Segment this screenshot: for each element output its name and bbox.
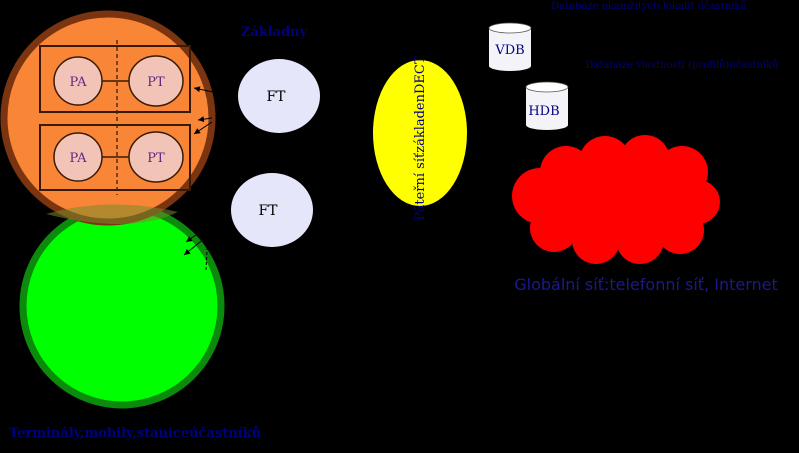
base-stations-heading: Základny — [241, 25, 308, 40]
global-network-cloud — [512, 135, 720, 264]
green-cell — [19, 203, 225, 409]
global-network-label: Globální síť:telefonní síť, Internet — [514, 275, 778, 294]
terminal-box-top — [39, 45, 191, 113]
ft-label-upper: FT — [266, 89, 286, 105]
radio-arrow-2 — [193, 121, 213, 135]
hdb-label: HDB — [528, 104, 559, 119]
ft-label-lower: FT — [258, 203, 278, 219]
radio-arrow-1 — [193, 86, 214, 93]
radio-arrow-3 — [197, 116, 213, 123]
vdb-label: VDB — [494, 43, 524, 58]
hdb-caption: Databáze vlastností (profilů)účastníků — [585, 59, 779, 71]
radio-arrow-5 — [185, 231, 201, 243]
terminal-box-bottom — [39, 124, 191, 191]
backbone-label: Páteřní síťzákladenDECT — [413, 55, 428, 220]
ft-station-upper — [238, 59, 320, 133]
hdb-database — [525, 81, 569, 130]
ft-station-lower — [231, 173, 313, 247]
pa-label-bottom: PA — [70, 151, 88, 166]
pt-label-bottom: PT — [147, 151, 165, 166]
pt-label-top: PT — [147, 75, 165, 90]
backbone-network — [373, 60, 467, 206]
vdb-database — [488, 22, 532, 71]
radio-arrow-4 — [183, 237, 206, 256]
handover-dash — [205, 231, 209, 271]
cell-overlap — [46, 204, 178, 225]
vdb-caption: Databáze okamžitých lokalit účastníků — [551, 0, 747, 12]
terminals-caption: Terminály,mobily,staniceúčastníků — [9, 426, 261, 441]
pa-label-top: PA — [70, 75, 88, 90]
